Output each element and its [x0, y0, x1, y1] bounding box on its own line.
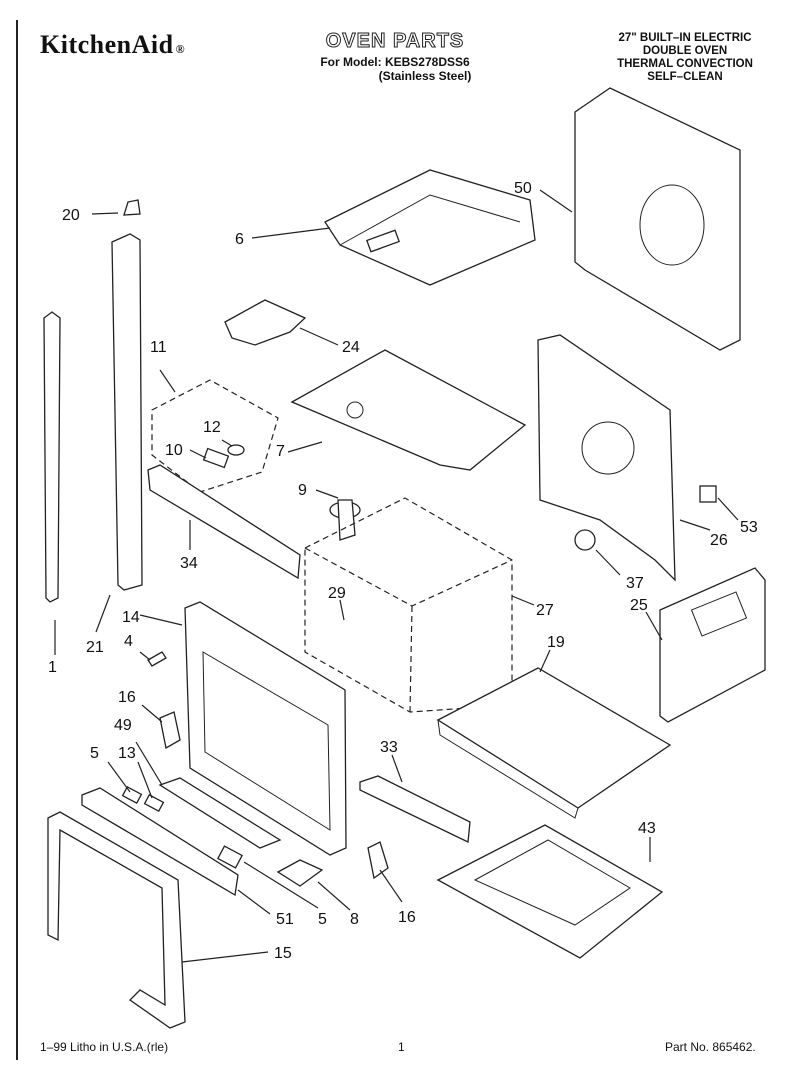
part-43-bottom-pan [436, 824, 664, 959]
page-border [16, 20, 18, 1060]
spec-line: DOUBLE OVEN [642, 45, 728, 57]
footer-part-number: Part No. 8654​62. [665, 1040, 756, 1054]
part-8-tab [276, 859, 324, 887]
callout-label: 10 [165, 442, 183, 459]
part-37-gasket [574, 529, 596, 551]
callout-label: 53 [740, 519, 758, 536]
title-block: OVEN PARTS For Model: KEBS278DSS6 (Stain… [300, 30, 490, 84]
part-24-bracket [224, 299, 307, 346]
spec-block: 27" BUILT–IN ELECTRIC DOUBLE OVEN THERMA… [600, 32, 770, 84]
part-5-block-lower [217, 845, 243, 869]
callout-label: 5 [318, 911, 327, 928]
page-title: OVEN PARTS [325, 30, 465, 53]
part-6-top-shield [324, 169, 536, 286]
brand-logo: KitchenAid® [40, 30, 185, 60]
callout-labels: 20 6 50 24 11 12 10 7 9 34 26 53 29 27 3… [48, 180, 758, 962]
part-50-rear-panel [574, 87, 741, 351]
callout-label: 7 [276, 443, 285, 460]
callout-label: 15 [274, 945, 292, 962]
part-34-vent-panel [147, 464, 301, 580]
callout-label: 4 [124, 633, 133, 650]
callout-label: 1 [48, 659, 57, 676]
part-11-wiring-group [151, 379, 279, 493]
spec-line: 27" BUILT–IN ELECTRIC [618, 32, 752, 44]
callout-label: 5 [90, 745, 99, 762]
part-19-tray [436, 667, 672, 809]
part-51-vent-strip [81, 787, 239, 897]
part-1-trim-strip [43, 311, 61, 603]
leader-lines [54, 189, 739, 963]
spec-line: THERMAL CONVECTION [617, 58, 753, 70]
footer-litho: 1–99 Litho in U.S.A.(rle) [40, 1040, 169, 1054]
finish-line: (Stainless Steel) [378, 69, 472, 83]
callout-label: 24 [342, 339, 360, 356]
callout-label: 11 [150, 339, 167, 356]
callout-label: 43 [638, 820, 656, 837]
callout-label: 51 [276, 911, 294, 928]
callout-label: 9 [298, 482, 307, 499]
part-14-front-frame [184, 601, 347, 856]
callout-label: 26 [710, 532, 728, 549]
part-7-oven-top [290, 349, 527, 471]
part-16-clip [159, 711, 181, 750]
callout-label: 29 [328, 585, 346, 602]
callout-label: 12 [203, 419, 221, 436]
callout-label: 19 [547, 634, 565, 651]
callout-label: 20 [62, 207, 80, 224]
part-26-side-panel [537, 334, 676, 582]
part-21-side-trim [111, 233, 143, 591]
part-4-screw [147, 651, 167, 667]
callout-label: 21 [86, 639, 104, 656]
callout-label: 8 [350, 911, 359, 928]
part-10-label [202, 447, 230, 469]
part-5-block [121, 785, 143, 805]
part-12-sensor [227, 444, 245, 456]
callout-label: 16 [398, 909, 416, 926]
brand-reg: ® [175, 42, 186, 56]
callout-label: 34 [180, 555, 198, 572]
callout-label: 13 [118, 745, 136, 762]
part-20-cap [123, 199, 141, 216]
callout-label: 25 [630, 597, 648, 614]
part-27-oven-cavity [304, 497, 513, 713]
callout-label: 27 [536, 602, 554, 619]
callout-label: 14 [122, 609, 140, 626]
part-13-spacer [143, 793, 165, 813]
callout-label: 49 [114, 717, 132, 734]
callout-label: 50 [514, 180, 532, 197]
part-33-channel [359, 775, 471, 843]
spec-line: SELF–CLEAN [647, 71, 723, 83]
callout-label: 33 [380, 739, 398, 756]
callout-label: 16 [118, 689, 136, 706]
model-line: For Model: KEBS278DSS6 [320, 55, 470, 69]
brand-name: KitchenAid [40, 30, 174, 59]
part-15-door-gasket [47, 811, 186, 1029]
footer-page-number: 1 [398, 1040, 405, 1054]
part-16-clip-lower [367, 841, 389, 880]
callout-label: 6 [235, 231, 244, 248]
callout-label: 37 [626, 575, 644, 592]
part-49-bar [158, 777, 282, 849]
part-53-clip [699, 485, 717, 503]
part-25-side-panel [659, 567, 766, 723]
